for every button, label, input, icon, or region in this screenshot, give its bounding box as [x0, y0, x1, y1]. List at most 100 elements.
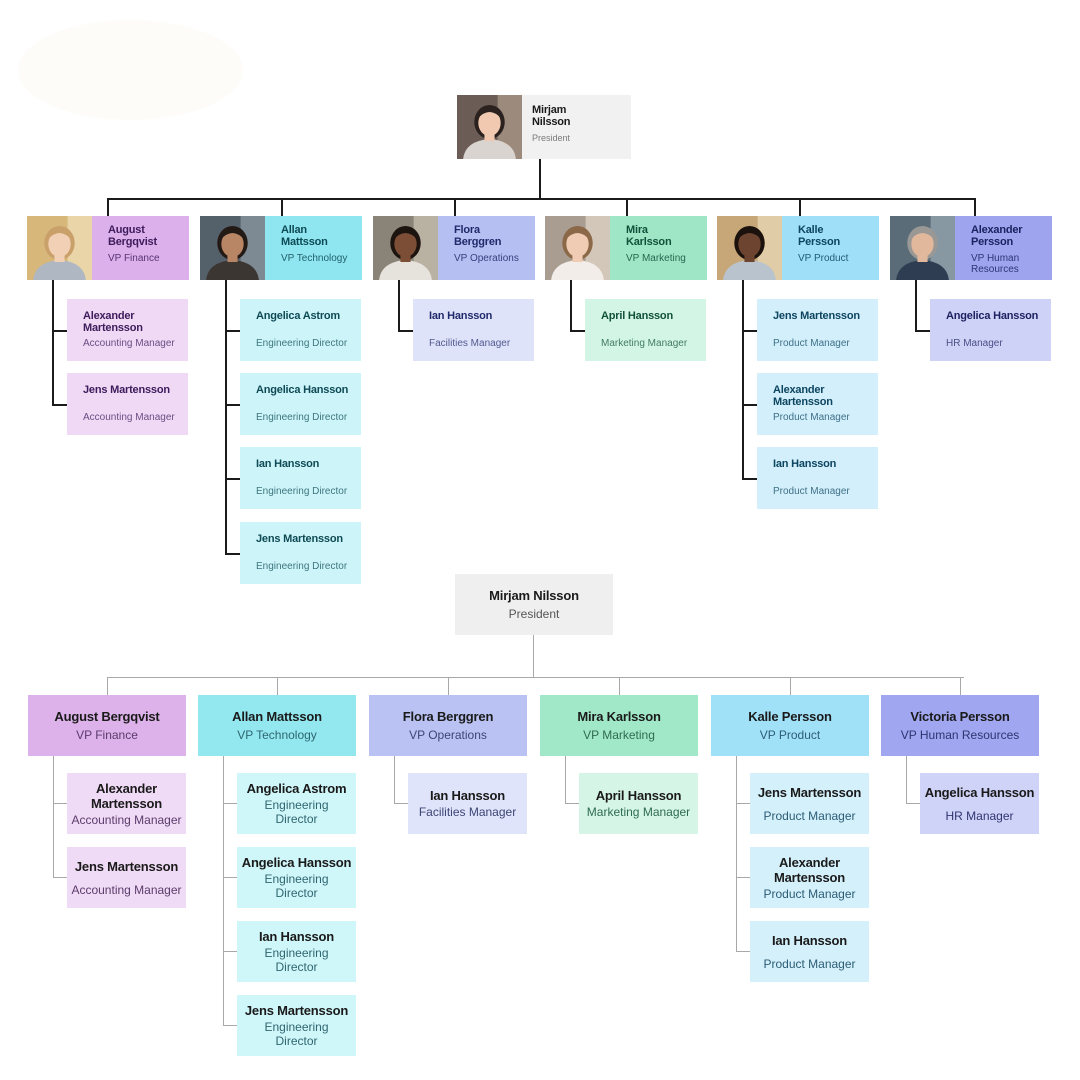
vp-photo — [200, 216, 265, 280]
name-line: August — [108, 224, 145, 236]
title-line: Engineering — [264, 798, 329, 812]
name-line: Angelica Hansson — [241, 855, 352, 870]
connector-line — [107, 198, 976, 200]
staff-title: Product Manager — [773, 486, 850, 497]
title-line: Director — [275, 1034, 318, 1048]
title-line: Resources — [971, 264, 1019, 275]
name-line: April Hansson — [601, 310, 673, 322]
staff-title: Accounting Manager — [71, 883, 181, 897]
vp-name: Flora Berggren — [402, 709, 494, 724]
title-line: Director — [275, 812, 318, 826]
vp-title: VP Marketing — [583, 728, 655, 742]
name-line: Bergqvist — [108, 236, 157, 248]
connector-line — [223, 756, 224, 1026]
name-line: Flora — [454, 224, 480, 236]
name-line: Ian Hansson — [771, 932, 848, 948]
connector-line — [974, 198, 976, 217]
name-line: Persson — [971, 236, 1014, 248]
portrait-photo — [200, 216, 265, 280]
name-line: Angelica Hansson — [946, 310, 1039, 322]
staff-name: Jens Martensson — [773, 310, 870, 322]
name-line: Angelica Astrom — [246, 781, 347, 796]
vp-photo — [27, 216, 92, 280]
staff-name: Angelica Hansson — [256, 384, 353, 396]
staff-name: Jens Martensson — [256, 533, 353, 545]
title-line: Product Manager — [763, 808, 856, 823]
connector-line — [53, 803, 67, 804]
name-line: Mira — [626, 224, 648, 236]
name-line: Jens Martensson — [244, 1003, 349, 1018]
connector-line — [223, 951, 237, 952]
name-line: Ian Hansson — [429, 310, 493, 322]
vp-title: VP Finance — [108, 253, 183, 264]
staff-name: Jens Martensson — [245, 1003, 348, 1018]
staff-name: Jens Martensson — [75, 859, 178, 874]
connector-line — [539, 159, 541, 199]
name-line: Nilsson — [532, 116, 571, 128]
staff-title: Engineering Director — [256, 561, 348, 572]
connector-line — [906, 803, 920, 804]
staff-name: April Hansson — [601, 310, 698, 322]
title-line: Product Manager — [763, 956, 856, 971]
portrait-photo — [545, 216, 610, 280]
name-line: Persson — [798, 236, 841, 248]
vp-title: VP Technology — [237, 728, 317, 742]
title-line: Engineering — [264, 1020, 329, 1034]
name-line: Mattsson — [281, 236, 328, 248]
connector-line — [736, 951, 750, 952]
staff-title: Product Manager — [763, 957, 855, 971]
vp-title: VP Human Resources — [900, 728, 1020, 742]
staff-title: Facilities Manager — [429, 338, 511, 349]
portrait-photo — [890, 216, 955, 280]
name-line: Angelica Astrom — [256, 310, 341, 322]
connector-line — [626, 198, 628, 217]
name-line: Martensson — [91, 795, 162, 811]
name-line: Ian Hansson — [429, 788, 506, 803]
connector-line — [281, 198, 283, 217]
vp-name: Mira Karlsson — [577, 709, 661, 724]
connector-line — [960, 677, 961, 695]
staff-name: Angelica Astrom — [247, 781, 347, 796]
name-line: Angelica Hansson — [256, 384, 349, 396]
name-line: Allan — [281, 224, 307, 236]
name-line: Jens Martensson — [256, 533, 343, 545]
portrait-photo — [457, 95, 522, 159]
president-photo — [457, 95, 522, 159]
connector-line — [225, 280, 227, 554]
name-line: April Hansson — [595, 788, 682, 803]
name-line: Angelica Hansson — [924, 784, 1035, 800]
name-line: Alexander — [971, 224, 1023, 236]
title-line: Accounting Manager — [71, 882, 182, 897]
name-line: Ian Hansson — [256, 458, 320, 470]
staff-name: Angelica Hansson — [946, 310, 1043, 322]
title-line: Director — [275, 960, 318, 974]
portrait-photo — [27, 216, 92, 280]
staff-name: Ian Hansson — [256, 458, 353, 470]
staff-title: HR Manager — [945, 809, 1013, 823]
